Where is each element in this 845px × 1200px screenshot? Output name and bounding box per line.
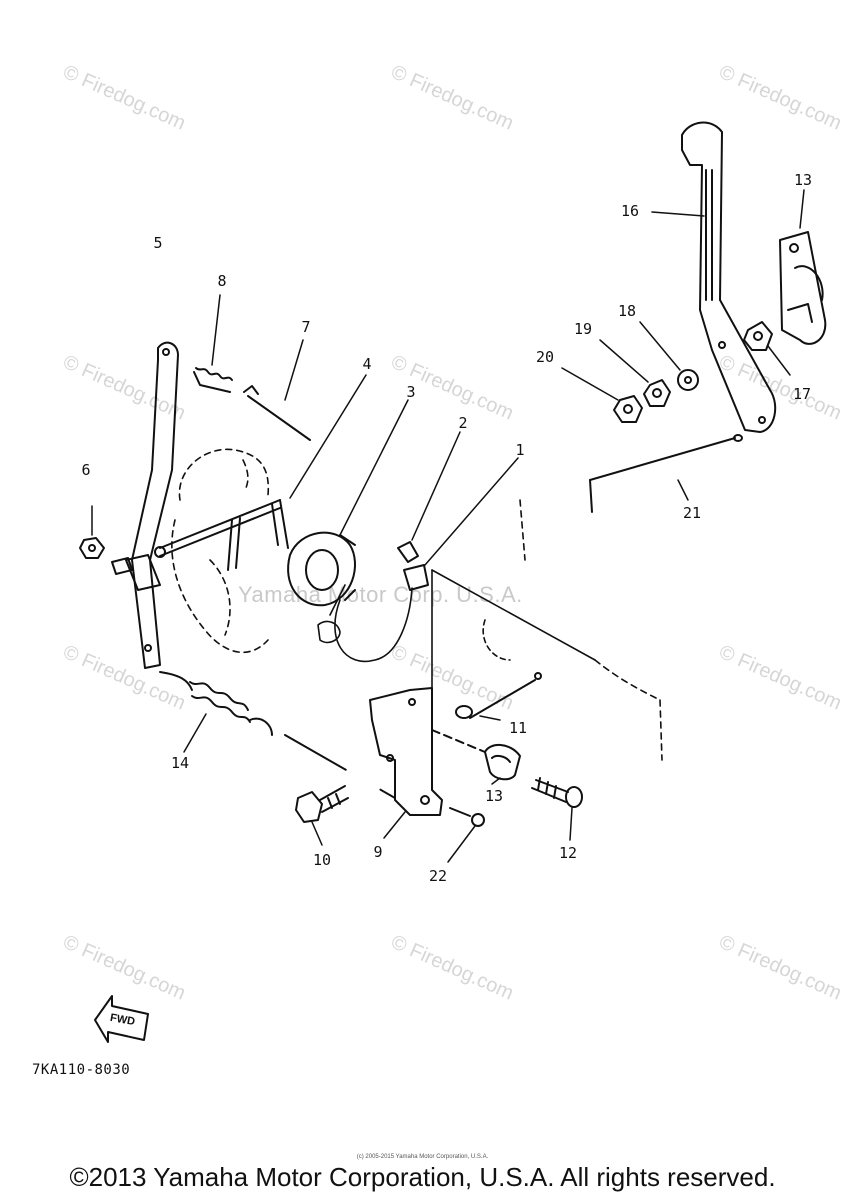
callout-22: 22 <box>428 867 448 885</box>
callout-19: 19 <box>573 320 593 338</box>
callout-2: 2 <box>458 414 468 432</box>
callout-6: 6 <box>81 461 91 479</box>
copyright-notice: ©2013 Yamaha Motor Corporation, U.S.A. A… <box>69 1162 776 1192</box>
part-22-screw <box>447 807 485 863</box>
part-14-spring <box>159 671 396 799</box>
part-20-nut <box>561 367 643 423</box>
part-1-clamp <box>403 457 519 591</box>
callout-8: 8 <box>217 272 227 290</box>
callout-9: 9 <box>373 843 383 861</box>
part-8-spring <box>193 294 233 393</box>
callout-10: 10 <box>312 851 332 869</box>
part-9-bracket <box>369 687 443 839</box>
small-copyright: (c) 2005-2015 Yamaha Motor Corporation, … <box>356 1154 489 1160</box>
callout-18: 18 <box>617 302 637 320</box>
callout-16: 16 <box>620 202 640 220</box>
part-21-rod <box>589 434 743 513</box>
callout-17: 17 <box>792 385 812 403</box>
callout-4: 4 <box>362 355 372 373</box>
part-4-shaft <box>154 374 367 571</box>
part-18-washer <box>639 321 699 391</box>
part-5-lever <box>125 341 179 669</box>
throttle-cable <box>317 584 413 663</box>
part-2-clamp <box>397 431 461 563</box>
cover-plate-outline <box>431 499 663 761</box>
part-11-washer <box>455 672 542 721</box>
part-17-nut <box>743 321 791 376</box>
part-7-link <box>243 339 311 441</box>
part-12-screw <box>531 777 583 841</box>
callout-12: 12 <box>558 844 578 862</box>
callout-11: 11 <box>508 719 528 737</box>
part-10-bolt <box>295 785 349 846</box>
callout-3: 3 <box>406 383 416 401</box>
callout-20: 20 <box>535 348 555 366</box>
lever-bolt <box>111 557 133 575</box>
part-3-cam <box>287 399 409 607</box>
callout-1: 1 <box>515 441 525 459</box>
callout-5: 5 <box>153 234 163 252</box>
part-16-lever <box>651 121 777 433</box>
callout-21: 21 <box>682 504 702 522</box>
part-15-bracket <box>779 189 827 345</box>
fwd-arrow-icon <box>94 995 149 1043</box>
engine-outline <box>171 448 270 654</box>
part-13-collar <box>431 729 521 785</box>
callout-14: 14 <box>170 754 190 772</box>
callout-7: 7 <box>301 318 311 336</box>
callout-13-bracket: 13 <box>793 171 813 189</box>
drawing-code: 7KA110-8030 <box>32 1062 131 1078</box>
part-6-nut <box>79 505 105 559</box>
part-19-nut <box>599 339 671 407</box>
callout-13-collar: 13 <box>484 787 504 805</box>
